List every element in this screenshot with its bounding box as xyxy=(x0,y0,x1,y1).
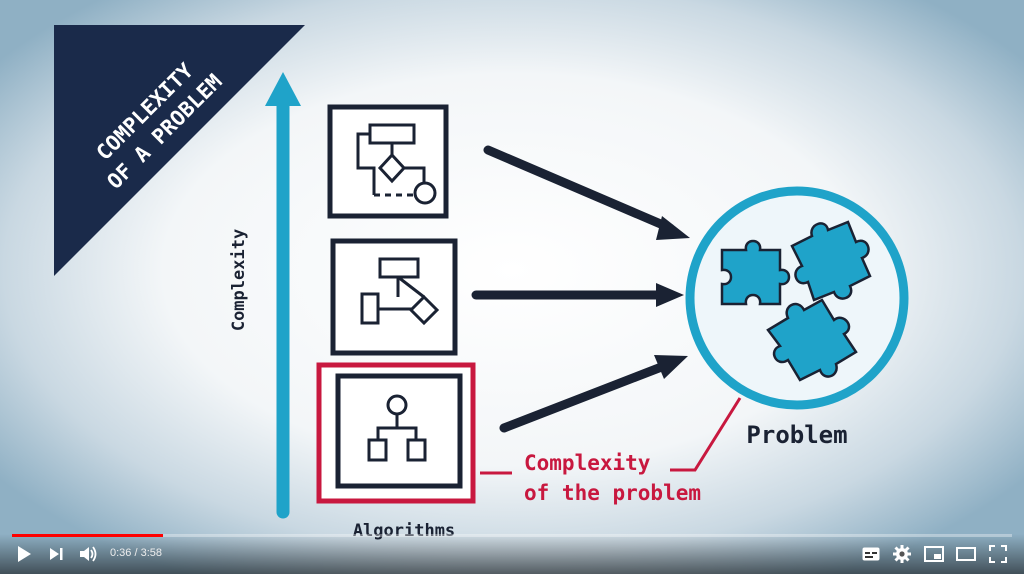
subtitles-button[interactable] xyxy=(859,542,883,566)
progress-bar[interactable] xyxy=(12,534,1012,537)
puzzle-pieces-icon xyxy=(720,220,872,382)
miniplayer-button[interactable] xyxy=(922,542,946,566)
time-display: 0:36 / 3:58 xyxy=(110,547,163,559)
title-banner xyxy=(54,25,305,276)
miniplayer-icon xyxy=(924,546,944,562)
fullscreen-icon xyxy=(989,545,1007,563)
current-time: 0:36 xyxy=(110,547,132,559)
next-icon xyxy=(50,548,63,560)
fullscreen-button[interactable] xyxy=(986,542,1010,566)
duration: 3:58 xyxy=(140,547,163,559)
play-icon xyxy=(18,546,31,562)
play-button[interactable] xyxy=(12,542,36,566)
subtitles-icon xyxy=(862,547,880,561)
axis-label: Complexity xyxy=(229,229,249,331)
player-controls: 0:36 / 3:58 xyxy=(0,534,1024,574)
problem-circle xyxy=(685,186,909,410)
algorithm-box-medium xyxy=(330,238,458,356)
progress-played xyxy=(12,534,163,537)
callout-line2: of the problem xyxy=(524,481,701,505)
settings-icon xyxy=(893,545,911,563)
volume-icon xyxy=(80,546,97,562)
theater-button[interactable] xyxy=(954,542,978,566)
problem-label: Problem xyxy=(746,421,847,449)
volume-button[interactable] xyxy=(76,542,100,566)
complexity-axis-arrow xyxy=(265,72,301,519)
callout-line1: Complexity xyxy=(524,451,651,475)
settings-button[interactable] xyxy=(890,542,914,566)
callout-line xyxy=(480,397,742,475)
arrows xyxy=(471,145,690,433)
algorithm-box-simple xyxy=(316,362,476,504)
next-button[interactable] xyxy=(44,542,68,566)
algorithm-box-complex xyxy=(327,104,449,219)
theater-icon xyxy=(956,547,976,561)
